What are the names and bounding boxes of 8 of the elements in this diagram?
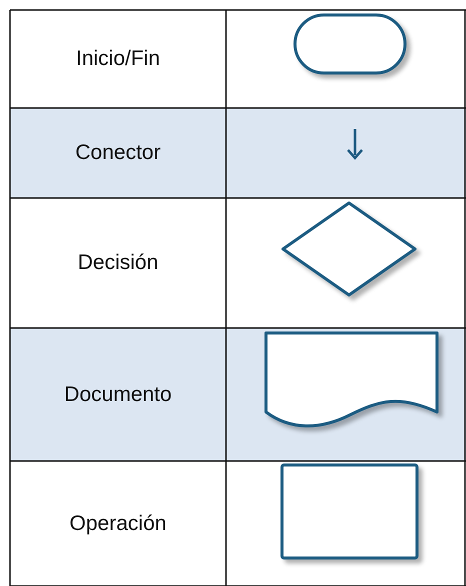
symbol-name: Documento [64, 382, 172, 406]
symbol-name: Decisión [78, 251, 158, 275]
symbol-name: Inicio/Fin [76, 47, 160, 71]
terminal-symbol [294, 14, 406, 74]
symbol-name: Operación [70, 512, 166, 536]
symbol-name: Conector [75, 141, 161, 165]
process-rect [280, 464, 418, 560]
decision-diamond [282, 202, 416, 296]
